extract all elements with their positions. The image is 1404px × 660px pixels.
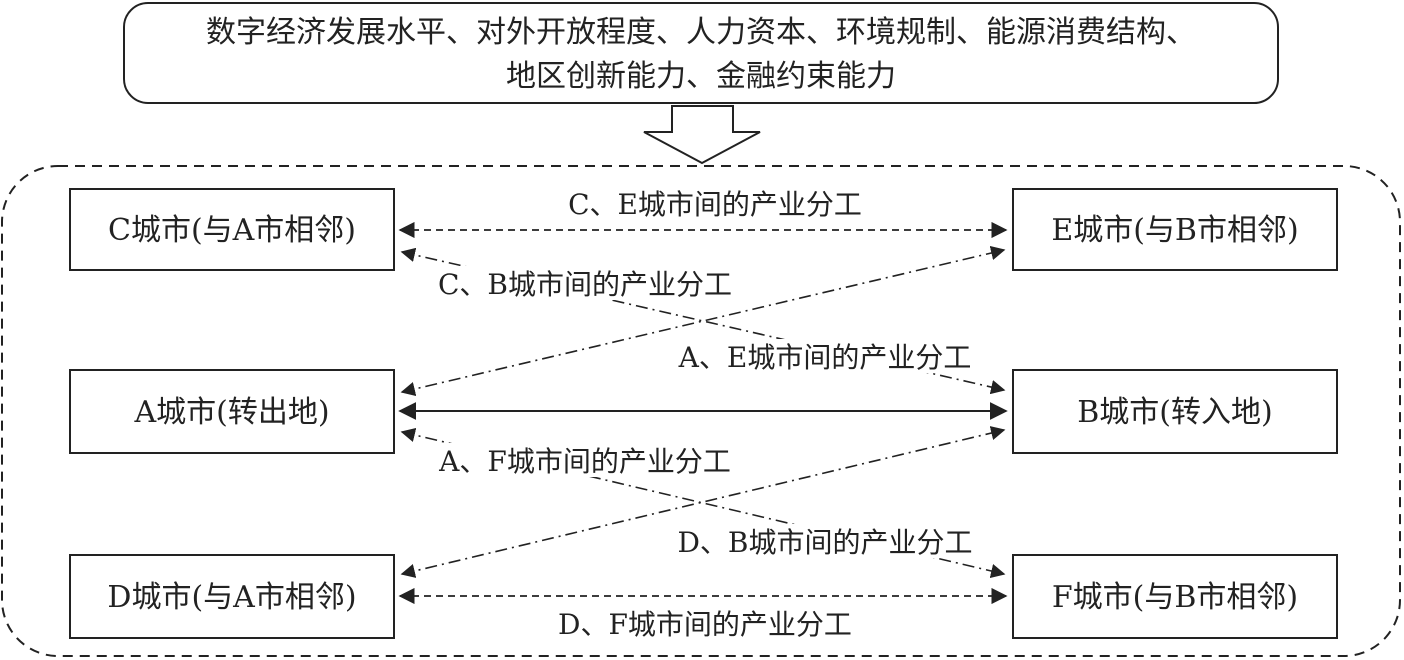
city-b-label: B城市(转入地)	[1077, 395, 1272, 430]
city-box-b	[1012, 369, 1338, 454]
link-d-b-label: D、B城市间的产业分工	[677, 526, 972, 559]
city-box-c	[69, 188, 395, 271]
factors-box	[123, 2, 1279, 104]
city-c-label: C城市(与A市相邻)	[108, 213, 356, 248]
city-a-label: A城市(转出地)	[133, 395, 329, 430]
city-e-label: E城市(与B市相邻)	[1051, 213, 1298, 248]
city-region-container	[1, 165, 1401, 657]
link-c-e-label: C、E城市间的产业分工	[568, 188, 862, 221]
link-a-e-label: A、E城市间的产业分工	[678, 341, 972, 374]
factors-line-2: 地区创新能力、金融约束能力	[506, 59, 896, 94]
label-mask-ae	[648, 339, 1002, 373]
link-c-b-label: C、B城市间的产业分工	[438, 268, 732, 301]
factors-line-1: 数字经济发展水平、对外开放程度、人力资本、环境规制、能源消费结构、	[206, 15, 1196, 50]
city-box-e	[1012, 188, 1338, 271]
label-mask-af	[410, 443, 760, 477]
link-d-f-label: D、F城市间的产业分工	[558, 608, 852, 641]
label-mask-db	[648, 524, 1002, 558]
label-mask-cb	[410, 266, 760, 300]
city-d-label: D城市(与A市相邻)	[107, 580, 356, 615]
hollow-down-arrow	[643, 105, 761, 165]
city-f-label: F城市(与B市相邻)	[1052, 580, 1298, 615]
link-a-f-label: A、F城市间的产业分工	[438, 445, 731, 478]
city-box-d	[69, 554, 395, 639]
city-box-a	[69, 369, 395, 454]
city-box-f	[1012, 554, 1338, 639]
